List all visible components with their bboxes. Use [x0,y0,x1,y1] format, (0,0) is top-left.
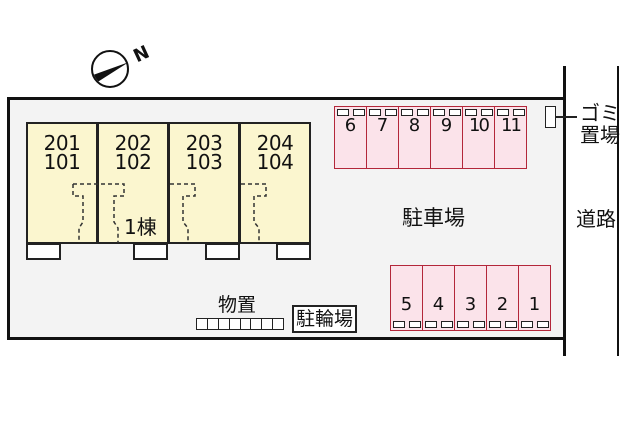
wheel-stop [353,109,365,116]
wheel-stop [417,109,429,116]
porch-104 [276,243,311,260]
storage-units [196,318,284,330]
porch-102 [133,243,168,260]
wheel-stop [393,321,405,328]
parking-number: 6 [344,115,357,136]
unit-upper-number: 203 [185,131,223,155]
compass [91,50,129,88]
parking-number: 1 [528,294,541,315]
parking-number: 2 [496,294,509,315]
unit-upper-number: 204 [256,131,294,155]
wheel-stop [337,109,349,116]
bicycle-parking-label: 駐輪場 [292,305,358,333]
parking-number: 4 [432,294,445,315]
parking-number: 8 [408,115,421,136]
wheel-stop [497,109,509,116]
wheel-stop [433,109,445,116]
unit-202-102[interactable]: 202 102 [97,122,169,244]
parking-space-10[interactable]: 10 [462,106,495,169]
wheel-stop [481,109,493,116]
parking-number: 7 [376,115,389,136]
parking-number: 3 [464,294,477,315]
unit-204-104[interactable]: 204 104 [239,122,311,244]
garbage-label-line1: ゴミ [580,101,620,125]
north-arrow-icon [93,62,127,83]
unit-upper-number: 202 [114,131,152,155]
parking-space-7[interactable]: 7 [366,106,399,169]
parking-space-3[interactable]: 3 [454,265,487,331]
storage-label: 物置 [218,294,257,316]
wheel-stop [465,109,477,116]
parking-space-8[interactable]: 8 [398,106,431,169]
wheel-stop [457,321,469,328]
wheel-stop [537,321,549,328]
road-edge-line [617,66,619,356]
wheel-stop [425,321,437,328]
wheel-stop [513,109,525,116]
porch-101 [26,243,61,260]
wheel-stop [521,321,533,328]
wheel-stop [409,321,421,328]
parking-space-9[interactable]: 9 [430,106,463,169]
garbage-leader-line [555,116,577,118]
parking-space-4[interactable]: 4 [422,265,455,331]
parking-space-1[interactable]: 1 [518,265,551,331]
parking-number: 10 [469,115,490,136]
unit-lower-number: 104 [256,150,294,174]
building-label: 1棟 [124,215,157,239]
parking-bottom-row: 5 4 3 2 1 [390,265,552,331]
wheel-stop [489,321,501,328]
site-right-line [563,66,566,356]
wheel-stop [473,321,485,328]
parking-number: 11 [501,115,522,136]
parking-space-2[interactable]: 2 [486,265,519,331]
garbage-label-line2: 置場 [580,123,620,147]
unit-lower-number: 101 [43,150,81,174]
wheel-stop [505,321,517,328]
wheel-stop [385,109,397,116]
parking-number: 5 [400,294,413,315]
wheel-stop [449,109,461,116]
porch-103 [205,243,240,260]
unit-lower-number: 102 [114,150,152,174]
unit-lower-number: 103 [185,150,223,174]
wheel-stop [401,109,413,116]
parking-space-11[interactable]: 11 [494,106,527,169]
unit-upper-number: 201 [43,131,81,155]
parking-space-6[interactable]: 6 [334,106,367,169]
parking-label: 駐車場 [402,206,465,230]
road-label: 道路 [576,207,616,231]
parking-top-row: 6 7 8 9 10 11 [334,106,528,169]
parking-number: 9 [440,115,453,136]
wheel-stop [441,321,453,328]
wheel-stop [369,109,381,116]
parking-space-5[interactable]: 5 [390,265,423,331]
